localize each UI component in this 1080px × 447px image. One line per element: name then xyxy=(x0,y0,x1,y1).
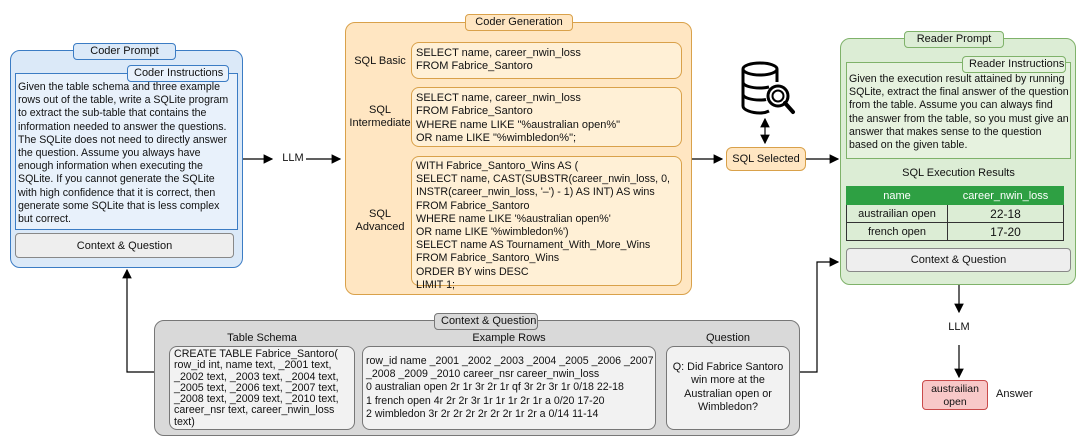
sql-basic-box xyxy=(411,42,682,79)
sql-advanced-label: SQL Advanced xyxy=(355,208,405,234)
table-cell: 17-20 xyxy=(947,222,1064,241)
coder-context-question: Context & Question xyxy=(15,233,234,258)
question-title: Question xyxy=(705,332,751,344)
database-search-icon xyxy=(741,61,795,115)
table-row: french open 17-20 xyxy=(846,222,1064,241)
arrow-context-to-coder xyxy=(122,268,154,373)
reader-prompt-title: Reader Prompt xyxy=(904,31,1004,48)
reader-instructions-box xyxy=(846,62,1071,159)
sql-results-title: SQL Execution Results xyxy=(902,167,1015,179)
coder-instructions-title: Coder Instructions xyxy=(127,65,229,82)
answer-value-box: austrailian open xyxy=(922,380,988,410)
llm-left-label: LLM xyxy=(282,152,304,164)
reader-instructions-text: Given the execution result attained by r… xyxy=(849,73,1069,152)
column-header-name: name xyxy=(846,186,948,205)
example-rows-title: Example Rows xyxy=(472,332,546,344)
table-cell: french open xyxy=(846,222,948,241)
question-text: Q: Did Fabrice Santoro win more at the A… xyxy=(672,361,784,414)
sql-basic-label: SQL Basic xyxy=(354,55,406,67)
table-row: austrailian open 22-18 xyxy=(846,204,1064,223)
table-schema-box xyxy=(169,346,355,430)
coder-prompt-title: Coder Prompt xyxy=(73,43,176,60)
example-rows-text: row_id name _2001 _2002 _2003 _2004 _200… xyxy=(366,355,654,420)
sql-advanced-code: WITH Fabrice_Santoro_Wins AS ( SELECT na… xyxy=(416,160,671,291)
coder-instructions-text: Given the table schema and three example… xyxy=(18,81,229,226)
table-header-row: name career_nwin_loss xyxy=(846,186,1064,205)
table-schema-title: Table Schema xyxy=(227,332,297,344)
table-schema-text: CREATE TABLE Fabrice_Santoro( row_id int… xyxy=(174,348,339,428)
arrow-context-to-reader xyxy=(800,257,840,373)
reader-context-question: Context & Question xyxy=(846,248,1071,272)
llm-right-label: LLM xyxy=(948,321,970,333)
coder-generation-title: Coder Generation xyxy=(465,14,573,31)
context-question-title: Context & Question xyxy=(434,313,538,330)
sql-selected-box: SQL Selected xyxy=(726,147,806,171)
sql-advanced-box xyxy=(411,156,682,286)
example-rows-box xyxy=(362,346,656,430)
sql-basic-code: SELECT name, career_nwin_loss FROM Fabri… xyxy=(416,47,581,73)
coder-instructions-box xyxy=(15,73,238,230)
sql-intermediate-label: SQL Intermediate xyxy=(349,104,411,130)
column-header-career-nwin-loss: career_nwin_loss xyxy=(947,186,1064,205)
answer-label: Answer xyxy=(996,388,1033,400)
reader-instructions-title: Reader Instructions xyxy=(962,56,1066,73)
sql-intermediate-box xyxy=(411,87,682,147)
sql-intermediate-code: SELECT name, career_nwin_loss FROM Fabri… xyxy=(416,92,621,145)
table-cell: austrailian open xyxy=(846,204,948,223)
sql-results-table: name career_nwin_loss austrailian open 2… xyxy=(846,186,1064,241)
question-box xyxy=(666,346,790,430)
table-cell: 22-18 xyxy=(947,204,1064,223)
